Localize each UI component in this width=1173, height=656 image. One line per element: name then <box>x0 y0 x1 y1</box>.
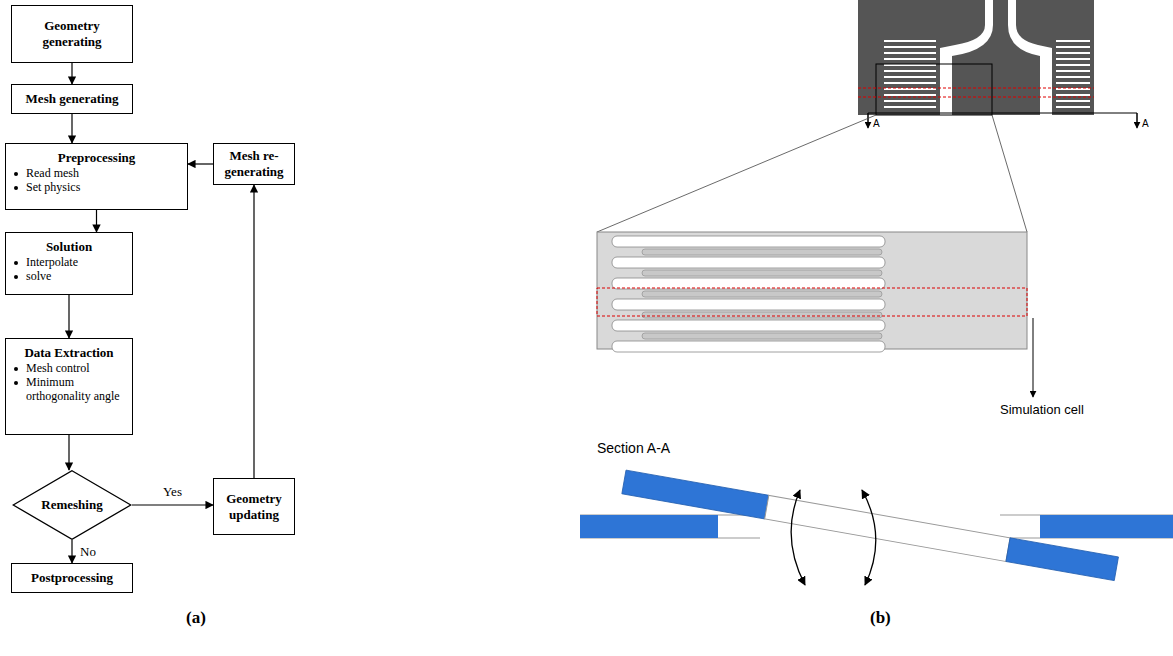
bullet-dot <box>14 275 18 279</box>
box-heading: Preprocessing <box>11 150 182 166</box>
bullet-dot <box>14 381 18 385</box>
fixed-electrode <box>580 515 718 538</box>
bullet-row: Set physics <box>14 180 182 194</box>
lead <box>1008 0 1052 115</box>
bullet-item: Set physics <box>26 180 80 194</box>
bullet-row: Mesh control <box>14 361 127 375</box>
panel-label: (b) <box>870 608 891 628</box>
tilted-plate <box>622 470 1119 580</box>
section-arrow <box>1137 113 1138 128</box>
process-box: Postprocessing <box>11 563 133 593</box>
panel-label: (a) <box>186 608 206 628</box>
box-heading: Mesh re-generating <box>219 148 289 179</box>
zoom-line <box>992 115 1027 232</box>
flow-arrow <box>188 163 213 164</box>
bullet-row: Read mesh <box>14 166 182 180</box>
bullet-item: Mesh control <box>26 361 90 375</box>
flow-arrow <box>132 504 213 505</box>
leader-line <box>1033 318 1034 397</box>
simulation-cell <box>597 288 1027 316</box>
callout-label: Simulation cell <box>1000 402 1084 417</box>
bullet-row: Minimum orthogonality angle <box>14 375 127 404</box>
box-heading: Geometry updating <box>219 491 289 522</box>
flow-arrow <box>68 435 69 470</box>
bullet-dot <box>14 261 18 265</box>
inset-fingers <box>612 236 885 352</box>
cell-line <box>858 88 1094 89</box>
process-box: PreprocessingRead meshSet physics <box>5 143 188 210</box>
section-mark: A <box>873 118 880 129</box>
edge-label: No <box>79 544 97 560</box>
bullet-item: Minimum orthogonality angle <box>26 375 127 404</box>
flow-arrow <box>68 295 69 338</box>
box-heading: Geometry generating <box>17 18 127 49</box>
zoom-box <box>876 64 992 115</box>
process-box: Geometry updating <box>213 478 295 535</box>
box-heading: Postprocessing <box>31 570 113 586</box>
rotation-arrow <box>862 490 876 585</box>
fixed-electrode <box>1040 515 1173 538</box>
process-box: SolutionInterpolatesolve <box>5 232 133 295</box>
box-heading: Data Extraction <box>11 345 127 361</box>
section-mark: A <box>1142 118 1149 129</box>
inset <box>597 232 1027 349</box>
decision-diamond: Remeshing <box>12 470 132 540</box>
cell-line <box>858 97 1094 98</box>
process-box: Mesh re-generating <box>213 143 295 185</box>
section-title: Section A-A <box>597 440 670 456</box>
bullet-row: solve <box>14 269 127 283</box>
flow-arrow <box>71 63 72 84</box>
section-arrow <box>868 113 869 128</box>
process-box: Geometry generating <box>11 5 133 63</box>
box-heading: Solution <box>11 239 127 255</box>
bullet-item: Interpolate <box>26 255 78 269</box>
section-line <box>868 113 1137 127</box>
box-heading: Remeshing <box>41 497 102 513</box>
process-box: Mesh generating <box>11 84 133 114</box>
flow-arrow <box>96 210 97 232</box>
comb-electrodes <box>884 40 1090 108</box>
chip <box>858 0 1094 115</box>
bullet-item: Read mesh <box>26 166 79 180</box>
edge-label: Yes <box>162 484 183 500</box>
process-box: Data ExtractionMesh controlMinimum ortho… <box>5 338 133 435</box>
zoom-line <box>597 115 876 232</box>
bullet-dot <box>14 172 18 176</box>
lead <box>940 0 993 115</box>
box-heading: Mesh generating <box>26 91 119 107</box>
flow-arrow <box>71 114 72 143</box>
flow-arrow <box>253 185 254 478</box>
bullet-item: solve <box>26 269 51 283</box>
bullet-dot <box>14 367 18 371</box>
flow-arrow <box>71 540 72 563</box>
bullet-row: Interpolate <box>14 255 127 269</box>
rotation-arrow <box>791 490 805 585</box>
bullet-dot <box>14 186 18 190</box>
